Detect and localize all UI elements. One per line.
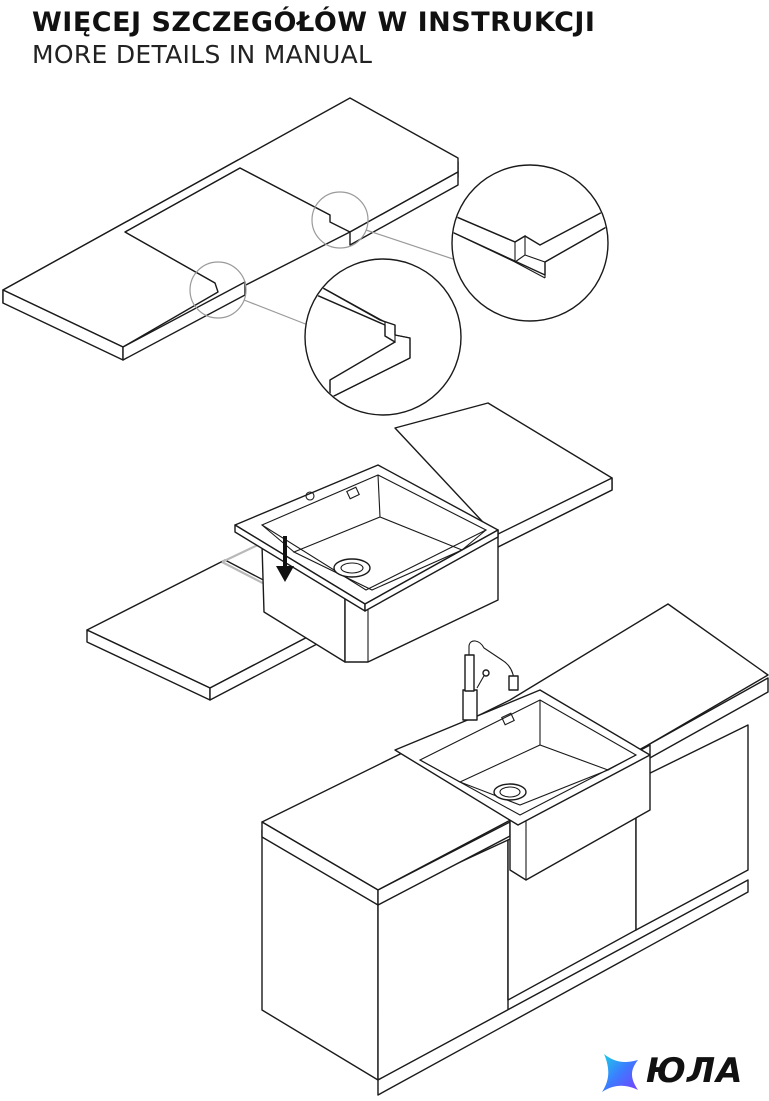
installed-sink-drain xyxy=(493,783,527,801)
title-polish: WIĘCEJ SZCZEGÓŁÓW W INSTRUKCJI xyxy=(32,7,596,38)
detail-zoom-bottom xyxy=(304,258,462,416)
step-insert-sink xyxy=(86,402,613,701)
brand-logo-text: ЮЛА xyxy=(646,1051,744,1091)
title-english: MORE DETAILS IN MANUAL xyxy=(32,40,373,69)
countertop-slab xyxy=(2,97,459,348)
installed-sink-frame xyxy=(394,689,651,826)
detail-marker-bottom xyxy=(189,261,247,319)
cabinet-right xyxy=(635,724,749,931)
faucet-icon xyxy=(462,640,519,721)
instruction-header: WIĘCEJ SZCZEGÓŁÓW W INSTRUKCJI MORE DETA… xyxy=(32,6,595,70)
arrow-down-icon xyxy=(276,536,294,582)
brand-logo: ЮЛА xyxy=(598,1050,768,1098)
brand-mark-icon xyxy=(602,1054,638,1092)
detail-marker-top xyxy=(311,191,369,249)
countertop-back-edge xyxy=(349,171,459,246)
step-cut-countertop xyxy=(2,97,609,416)
overflow-slot xyxy=(346,486,360,500)
tap-hole xyxy=(305,491,315,501)
sink-drain xyxy=(333,558,371,578)
step-installed-sink xyxy=(261,603,769,1096)
detail-zoom-top xyxy=(451,164,609,322)
